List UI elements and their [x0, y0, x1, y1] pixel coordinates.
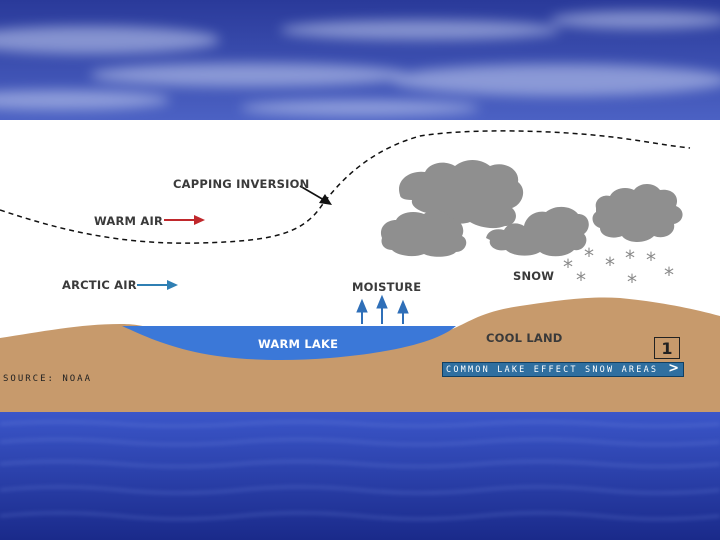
- cloud-left: [380, 210, 467, 257]
- warm-lake-label: WARM LAKE: [258, 337, 339, 351]
- cloud-middle: [486, 206, 589, 257]
- chevron-right-icon: >: [668, 361, 679, 376]
- snowflake: *: [664, 263, 674, 287]
- cloud-right: [592, 184, 683, 242]
- cool-land-label: COOL LAND: [486, 331, 563, 345]
- snowflake: *: [625, 246, 635, 270]
- cloud-large: [399, 160, 524, 229]
- common-areas-button-label: COMMON LAKE EFFECT SNOW AREAS: [446, 364, 659, 375]
- source-credit: SOURCE: NOAA: [3, 374, 93, 384]
- sky-background: [0, 0, 720, 122]
- snowflake: *: [646, 248, 656, 272]
- capping-inversion-line: [0, 130, 691, 244]
- warm-air-arrowhead: [194, 215, 205, 225]
- warm-lake-water: [122, 326, 456, 360]
- moisture-label: MOISTURE: [352, 280, 422, 294]
- capping-inversion-label: CAPPING INVERSION: [173, 177, 310, 191]
- frame-number-badge: 1: [654, 337, 680, 359]
- snowflake: *: [576, 268, 586, 292]
- arctic-air-label: ARCTIC AIR: [62, 278, 137, 292]
- capping-inversion-arrowhead: [319, 194, 332, 205]
- arctic-air-arrowhead: [167, 280, 178, 290]
- lake-effect-diagram: [0, 120, 720, 412]
- snowflake: *: [563, 255, 573, 279]
- snowflake: *: [584, 244, 594, 268]
- snow-label: SNOW: [513, 269, 555, 283]
- warm-air-label: WARM AIR: [94, 214, 164, 228]
- moisture-arrows: [356, 294, 409, 324]
- common-lake-effect-snow-areas-button[interactable]: COMMON LAKE EFFECT SNOW AREAS >: [442, 361, 684, 377]
- snowflake: *: [627, 270, 637, 294]
- capping-inversion-arrow: [299, 185, 325, 201]
- snowflake: *: [605, 253, 615, 277]
- snow-clouds: [380, 160, 683, 257]
- water-background: [0, 412, 720, 540]
